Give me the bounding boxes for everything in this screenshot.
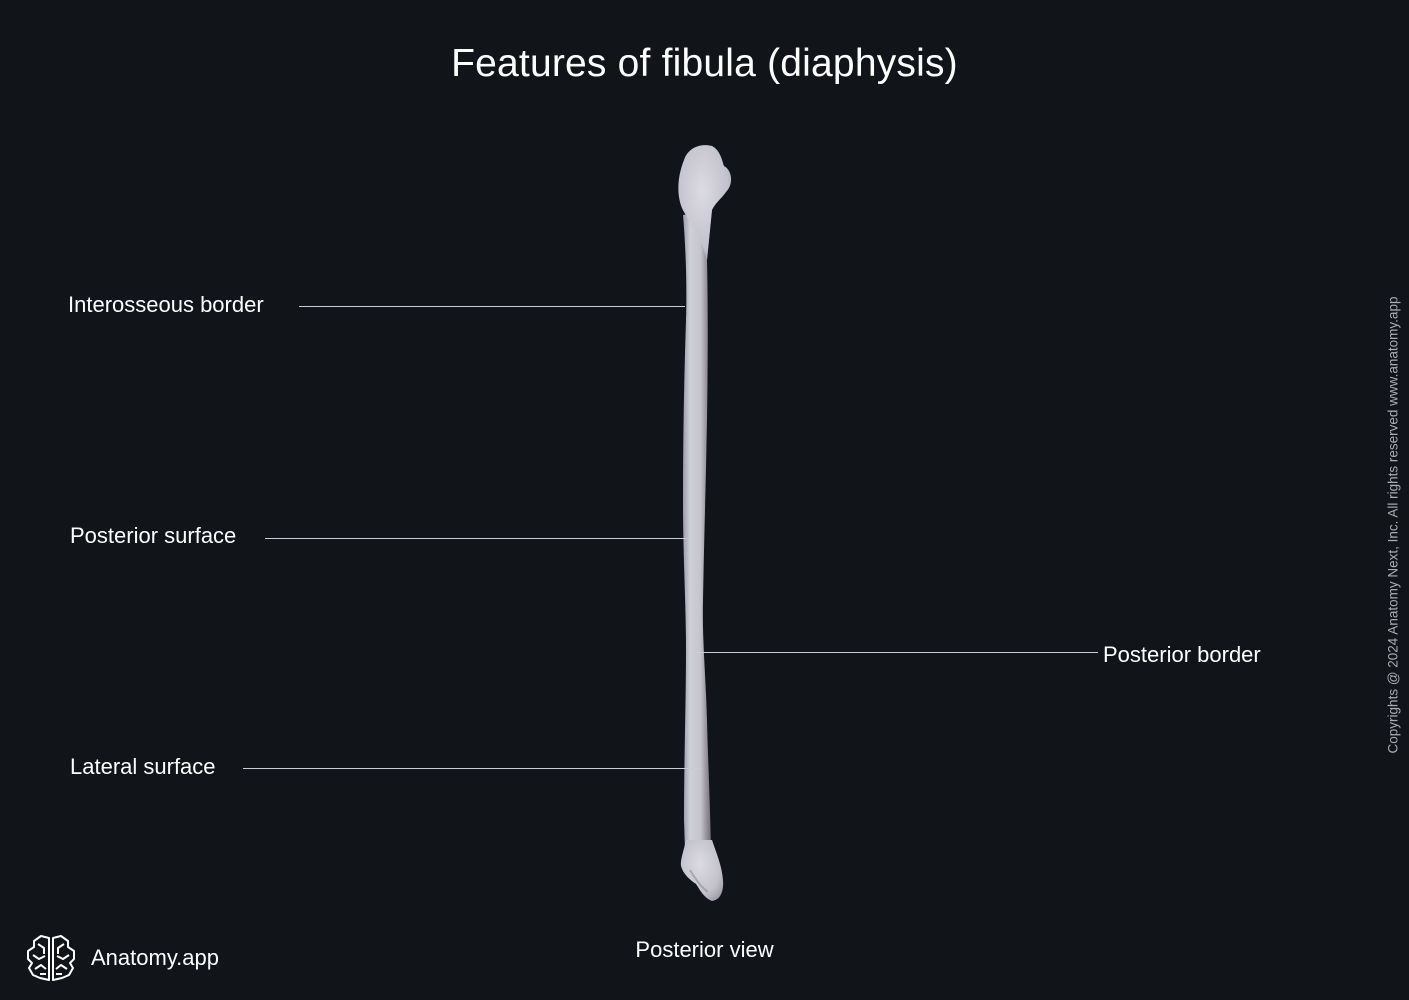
brand-logo: Anatomy.app bbox=[25, 934, 219, 982]
copyright-notice: Copyrights @ 2024 Anatomy Next, Inc. All… bbox=[1385, 296, 1401, 754]
fibula-head bbox=[678, 145, 732, 260]
label-lateral-surface: Lateral surface bbox=[70, 754, 216, 779]
label-posterior-surface: Posterior surface bbox=[70, 523, 237, 548]
lateral-malleolus bbox=[680, 840, 724, 901]
leader-line-lateral-surface bbox=[243, 768, 701, 769]
label-posterior-border: Posterior border bbox=[1103, 642, 1261, 667]
leader-line-posterior-surface bbox=[265, 538, 687, 539]
leader-line-interosseous-border bbox=[299, 306, 685, 307]
brain-icon bbox=[27, 935, 75, 981]
label-interosseous-border: Interosseous border bbox=[68, 292, 264, 317]
brand-name: Anatomy.app bbox=[91, 945, 220, 970]
diagram-title: Features of fibula (diaphysis) bbox=[451, 42, 958, 85]
fibula-shaft bbox=[683, 210, 712, 850]
view-label: Posterior view bbox=[635, 937, 774, 962]
leader-line-posterior-border bbox=[694, 652, 1098, 653]
